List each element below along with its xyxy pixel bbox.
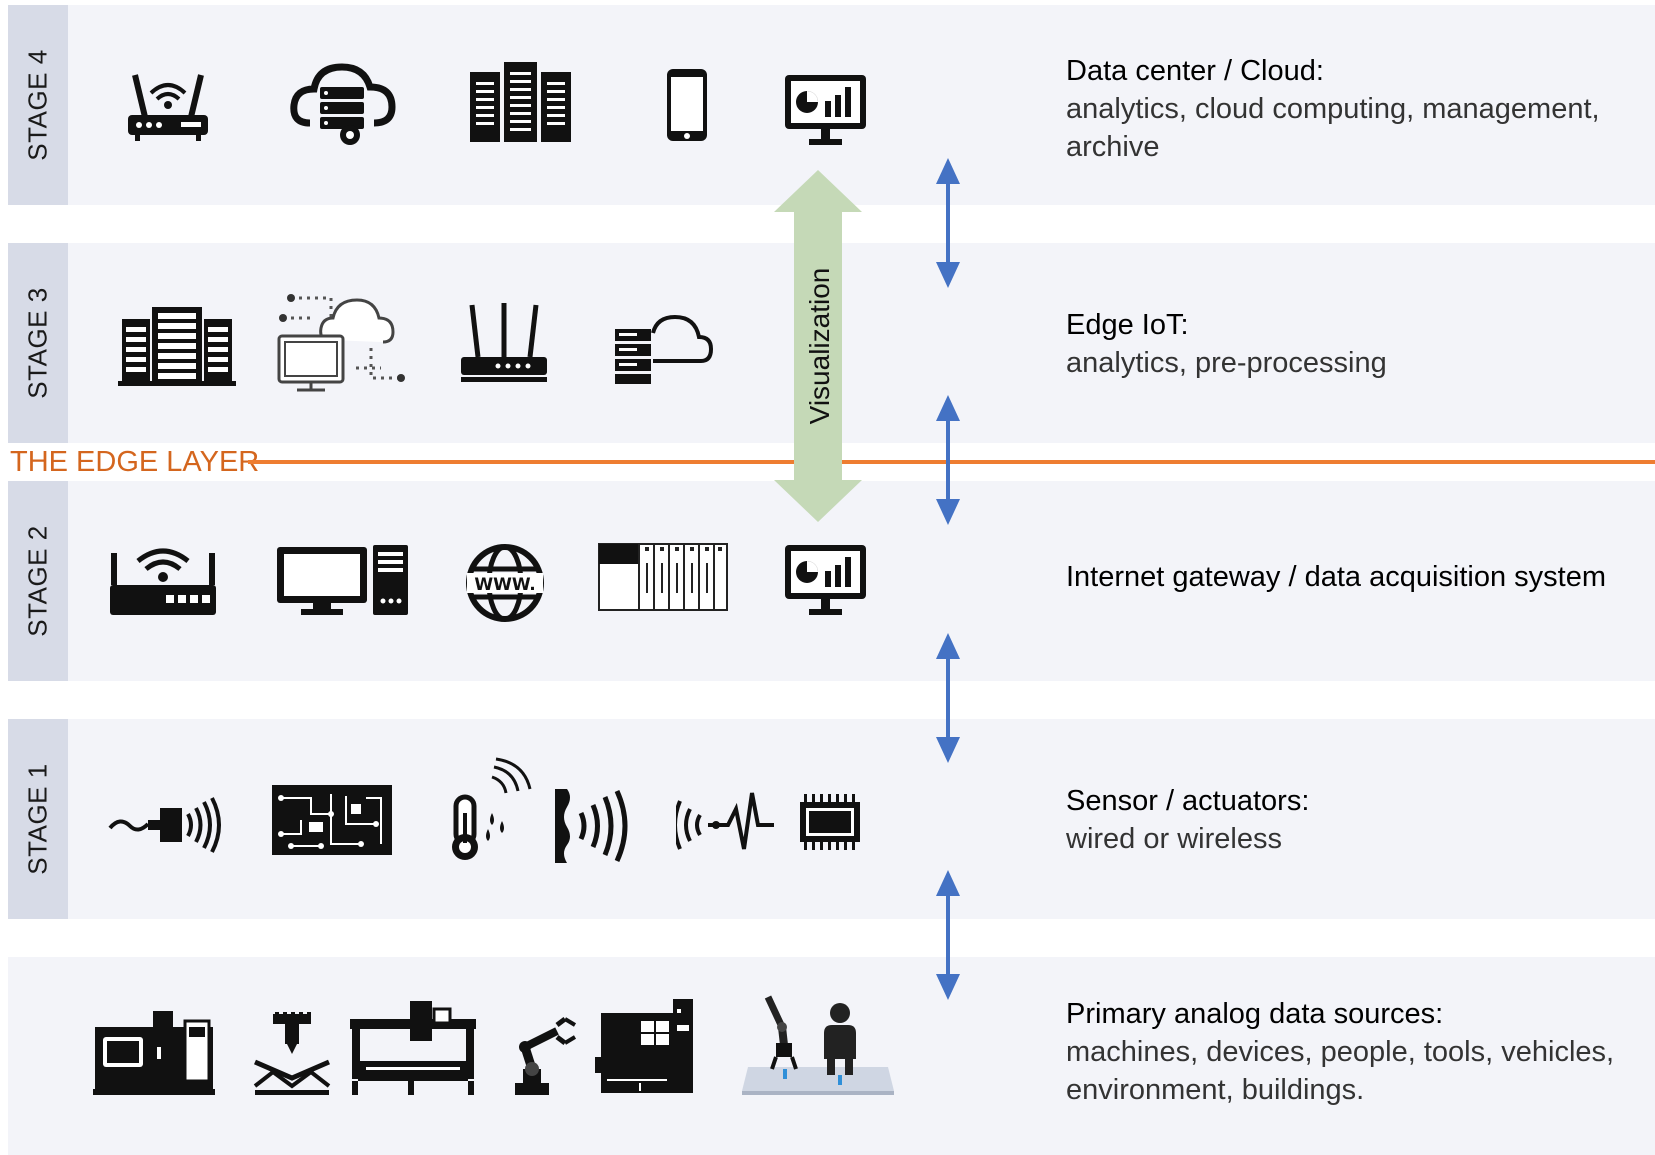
cnc-machine-icon xyxy=(93,1007,215,1097)
stage-3-tab: STAGE 3 xyxy=(8,243,68,443)
stage-1-description: Sensor / actuators: wired or wireless xyxy=(1066,782,1646,858)
server-rack-icon xyxy=(468,60,573,145)
monitor-chart-icon xyxy=(783,543,868,618)
stage-2-tab: STAGE 2 xyxy=(8,481,68,681)
monitor-chart-icon xyxy=(783,73,868,148)
press-tool-icon xyxy=(253,1012,331,1097)
stage-3-title: Edge IoT: xyxy=(1066,309,1189,341)
stage-1-band: STAGE 1 xyxy=(8,719,1655,919)
edge-layer-line xyxy=(248,460,1655,464)
stage-1-title: Sensor / actuators: xyxy=(1066,785,1310,817)
wifi-gateway-icon xyxy=(108,543,218,621)
machining-center-icon xyxy=(595,997,695,1097)
vibration-signal-icon xyxy=(676,789,776,861)
plc-module-icon xyxy=(598,543,728,611)
sources-band: Primary analog data sources: machines, d… xyxy=(8,957,1655,1155)
cloud-storage-icon xyxy=(613,311,713,386)
svg-text:WWW.: WWW. xyxy=(474,575,535,595)
sources-description: Primary analog data sources: machines, d… xyxy=(1066,995,1646,1109)
thermometer-sensor-icon xyxy=(448,757,533,862)
stage-4-description: Data center / Cloud: analytics, cloud co… xyxy=(1066,52,1646,166)
stage-3-description: Edge IoT: analytics, pre-processing xyxy=(1066,306,1646,382)
wifi-router-icon xyxy=(123,65,213,145)
computer-cloud-network-icon xyxy=(271,278,416,393)
visualization-arrow xyxy=(774,170,862,522)
robot-arm-icon xyxy=(505,1017,580,1097)
microchip-icon xyxy=(798,794,862,850)
stage-1-tab: STAGE 1 xyxy=(8,719,68,919)
router-antennas-icon xyxy=(458,301,550,385)
edge-layer-label: THE EDGE LAYER xyxy=(10,446,260,478)
stage-4-subtitle: analytics, cloud computing, management, … xyxy=(1066,93,1600,163)
gantry-machine-icon xyxy=(348,999,478,1097)
stage-3-subtitle: analytics, pre-processing xyxy=(1066,347,1387,379)
smartphone-icon xyxy=(665,67,709,143)
desktop-computer-icon xyxy=(275,543,410,618)
stage-4-band: STAGE 4 xyxy=(8,5,1655,205)
visualization-label: Visualization xyxy=(804,268,835,425)
stage-1-subtitle: wired or wireless xyxy=(1066,823,1282,855)
stage-2-band: STAGE 2 WWW. xyxy=(8,481,1655,681)
circuit-board-icon xyxy=(271,784,393,856)
stage-2-title: Internet gateway / data acquisition syst… xyxy=(1066,561,1607,593)
stage-2-description: Internet gateway / data acquisition syst… xyxy=(1066,558,1646,596)
sources-subtitle: machines, devices, people, tools, vehicl… xyxy=(1066,1036,1615,1106)
robot-and-person-icon xyxy=(738,995,898,1097)
cloud-server-icon xyxy=(288,57,398,147)
sources-title: Primary analog data sources: xyxy=(1066,998,1444,1030)
proximity-sensor-icon xyxy=(553,787,643,865)
stage-4-title: Data center / Cloud: xyxy=(1066,55,1324,87)
www-globe-icon: WWW. xyxy=(465,543,545,623)
stage-4-tab: STAGE 4 xyxy=(8,5,68,205)
server-stack-icon xyxy=(118,305,236,387)
wireless-probe-icon xyxy=(108,794,228,854)
